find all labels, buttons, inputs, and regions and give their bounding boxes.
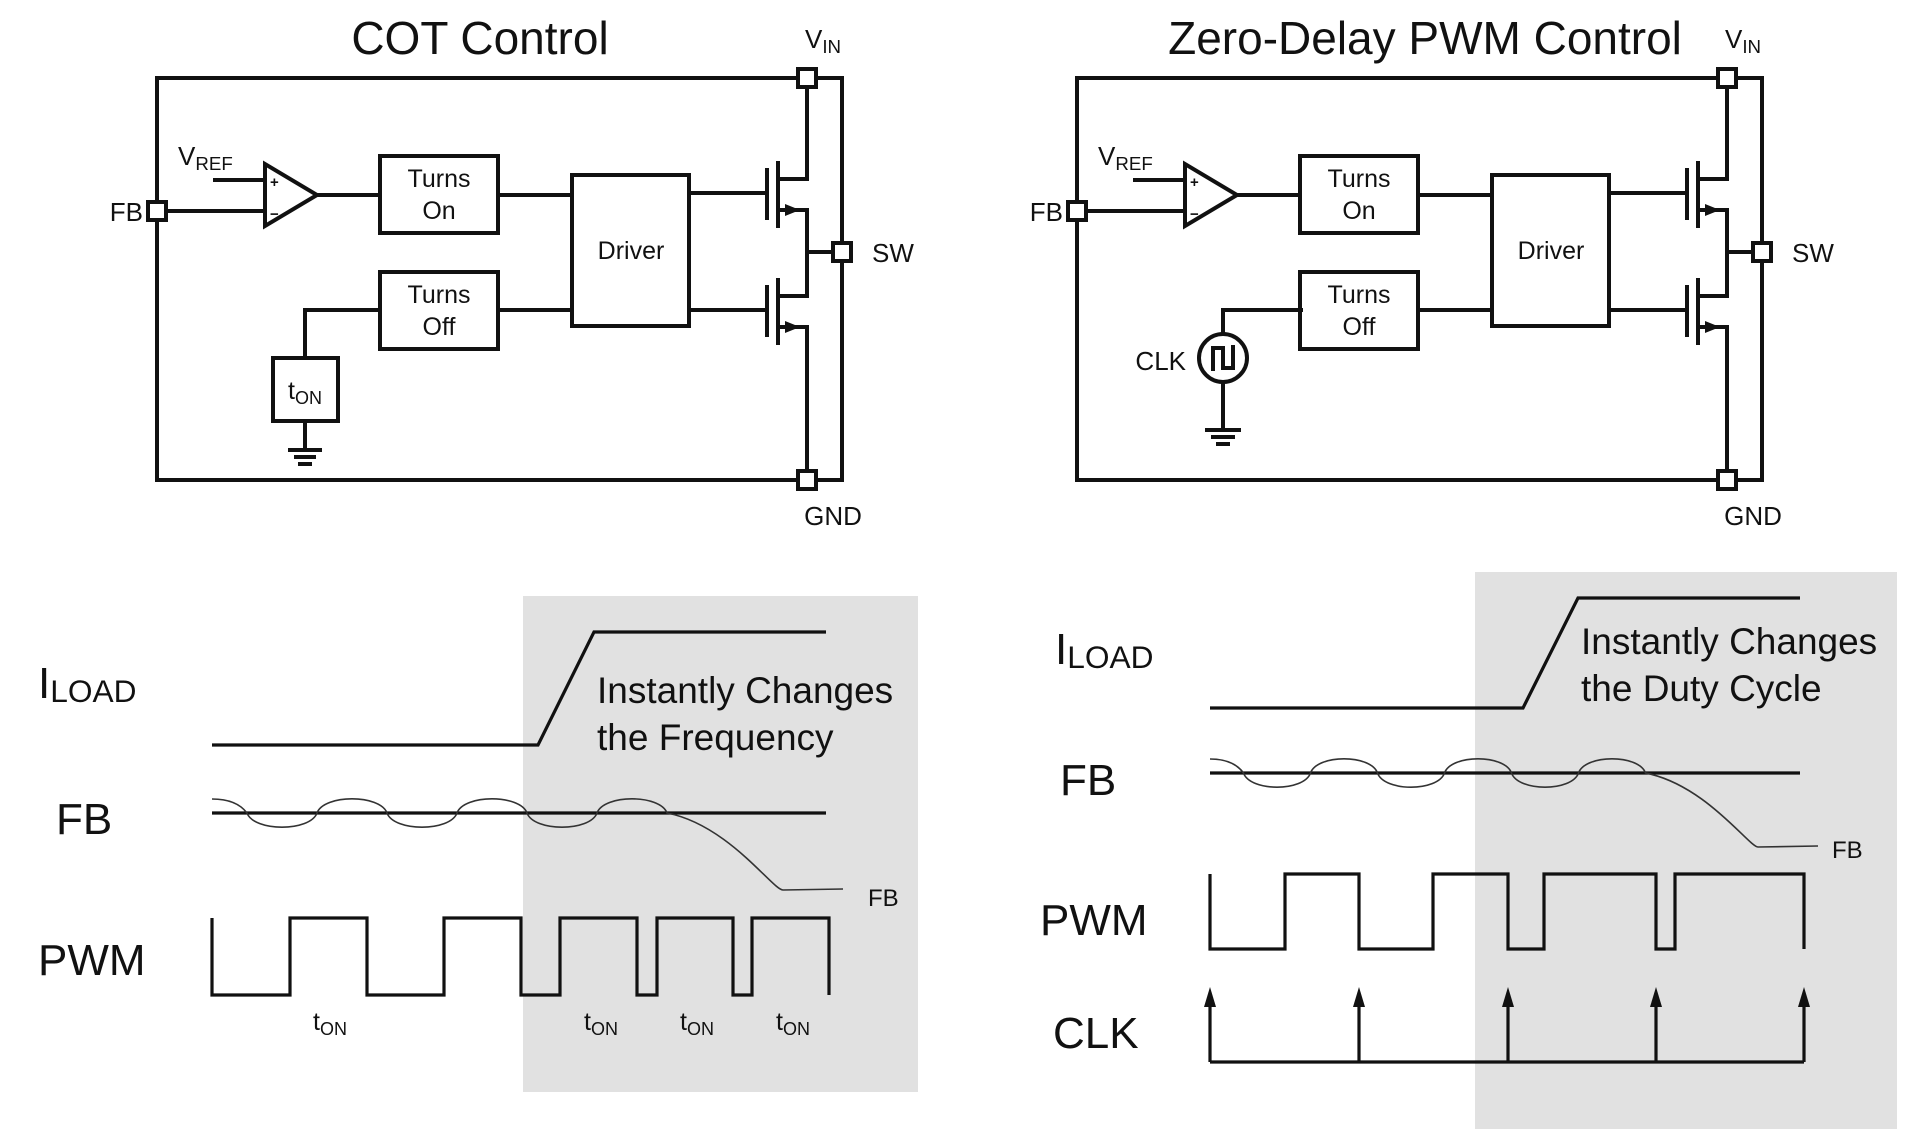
turns-off-label-2: Off: [423, 313, 456, 341]
turns-on-label-1: Turns: [408, 165, 471, 193]
fb-pin: [146, 200, 168, 222]
comparator-plus: +: [1190, 174, 1199, 191]
high-side-mosfet-icon: [1685, 161, 1729, 228]
cot-title: COT Control: [351, 12, 608, 64]
pwm-trace: [210, 916, 831, 997]
source-arrow: [1705, 321, 1720, 333]
high-side-mosfet-icon: [765, 161, 809, 228]
ton-label: tON: [313, 1008, 347, 1039]
fb-pin-label: FB: [110, 197, 143, 227]
vin-pin-label: VIN: [1725, 24, 1761, 57]
driver-block: [1490, 173, 1611, 328]
zero-delay-waveforms: ILOAD FB PWM CLK Instantly Changes the D…: [1040, 596, 1877, 1064]
pwm-trace: [1208, 872, 1806, 951]
gnd-pin-label: GND: [1724, 501, 1782, 531]
turns-on-label-2: On: [1342, 197, 1375, 225]
gnd-pin: [1716, 469, 1738, 491]
fb-pin-label: FB: [1030, 197, 1063, 227]
iload-label: ILOAD: [1055, 625, 1153, 675]
comparator-minus: −: [270, 206, 279, 223]
cot-waveforms: ILOAD FB PWM Instantly Changes the Frequ…: [38, 630, 899, 1039]
fb-pin: [1066, 200, 1088, 222]
gnd-pin-label: GND: [804, 501, 862, 531]
clk-edge-arrowhead: [1502, 987, 1514, 1007]
comparator-icon: [1183, 160, 1241, 230]
clk-edge-arrowhead: [1650, 987, 1662, 1007]
clk-wire: [1221, 308, 1303, 336]
annotation-line-2: the Frequency: [597, 717, 834, 758]
clk-edge-arrow: [1204, 987, 1216, 1062]
sw-rail: [1725, 76, 1764, 482]
iload-trace: [1210, 596, 1800, 710]
turns-off-block: [1298, 270, 1420, 351]
square-wave-glyph: [1211, 345, 1235, 371]
sw-pin-label: SW: [872, 238, 914, 268]
ton-label: tON: [584, 1008, 618, 1039]
cot-transient-region: [523, 596, 918, 1092]
annotation-line-1: Instantly Changes: [1581, 621, 1877, 662]
clk-edge-arrowhead: [1204, 987, 1216, 1007]
ton-block-label: tON: [288, 377, 322, 408]
clk-edge-arrow: [1650, 987, 1662, 1062]
clk-edge-arrowhead: [1798, 987, 1810, 1007]
fb-ripple-trace: [1209, 758, 1819, 848]
fb-trace-label: FB: [868, 885, 899, 912]
clk-source-label: CLK: [1135, 346, 1186, 376]
vin-pin: [1716, 67, 1738, 89]
clk-edge-arrow: [1502, 987, 1514, 1062]
ton-label: tON: [776, 1008, 810, 1039]
vin-pin: [796, 67, 818, 89]
ton-label: tON: [680, 1008, 714, 1039]
sw-pin-label: SW: [1792, 238, 1834, 268]
pwm-label: PWM: [1040, 896, 1148, 945]
driver-block: [570, 173, 691, 328]
fb-label: FB: [1060, 756, 1116, 805]
clk-edge-arrowhead: [1353, 987, 1365, 1007]
vin-pin-label: VIN: [805, 24, 841, 57]
turns-on-block: [378, 154, 500, 235]
comparator-minus: −: [1190, 206, 1199, 223]
pwm-label: PWM: [38, 936, 146, 985]
driver-label: Driver: [598, 237, 665, 265]
low-side-mosfet-icon: [765, 278, 809, 345]
fb-label: FB: [56, 795, 112, 844]
source-arrow: [785, 204, 800, 216]
clk-edge-arrow: [1353, 987, 1365, 1062]
ton-wire: [303, 308, 382, 360]
fb-ripple-trace: [211, 798, 844, 891]
comparator-icon: [263, 160, 321, 230]
chip-boundary: [1075, 76, 1729, 482]
chip-boundary: [155, 76, 809, 482]
fb-trace-label: FB: [1832, 837, 1863, 864]
clk-label: CLK: [1053, 1009, 1139, 1058]
sw-pin: [1751, 241, 1773, 263]
iload-trace: [212, 630, 826, 747]
vref-label: VREF: [178, 141, 233, 174]
source-arrow: [785, 321, 800, 333]
turns-on-label-2: On: [422, 197, 455, 225]
turns-off-label-1: Turns: [1328, 281, 1391, 309]
clk-edge-arrow: [1798, 987, 1810, 1062]
turns-on-block: [1298, 154, 1420, 235]
sw-rail: [805, 76, 844, 482]
sw-pin: [831, 241, 853, 263]
turns-off-block: [378, 270, 500, 351]
driver-label: Driver: [1518, 237, 1585, 265]
annotation-line-1: Instantly Changes: [597, 670, 893, 711]
turns-on-label-1: Turns: [1328, 165, 1391, 193]
annotation-line-2: the Duty Cycle: [1581, 668, 1822, 709]
turns-off-label-1: Turns: [408, 281, 471, 309]
iload-label: ILOAD: [38, 659, 136, 709]
turns-off-label-2: Off: [1343, 313, 1376, 341]
low-side-mosfet-icon: [1685, 278, 1729, 345]
gnd-pin: [796, 469, 818, 491]
source-arrow: [1705, 204, 1720, 216]
vref-label: VREF: [1098, 141, 1153, 174]
zero-delay-title: Zero-Delay PWM Control: [1168, 12, 1682, 64]
comparator-plus: +: [270, 174, 279, 191]
